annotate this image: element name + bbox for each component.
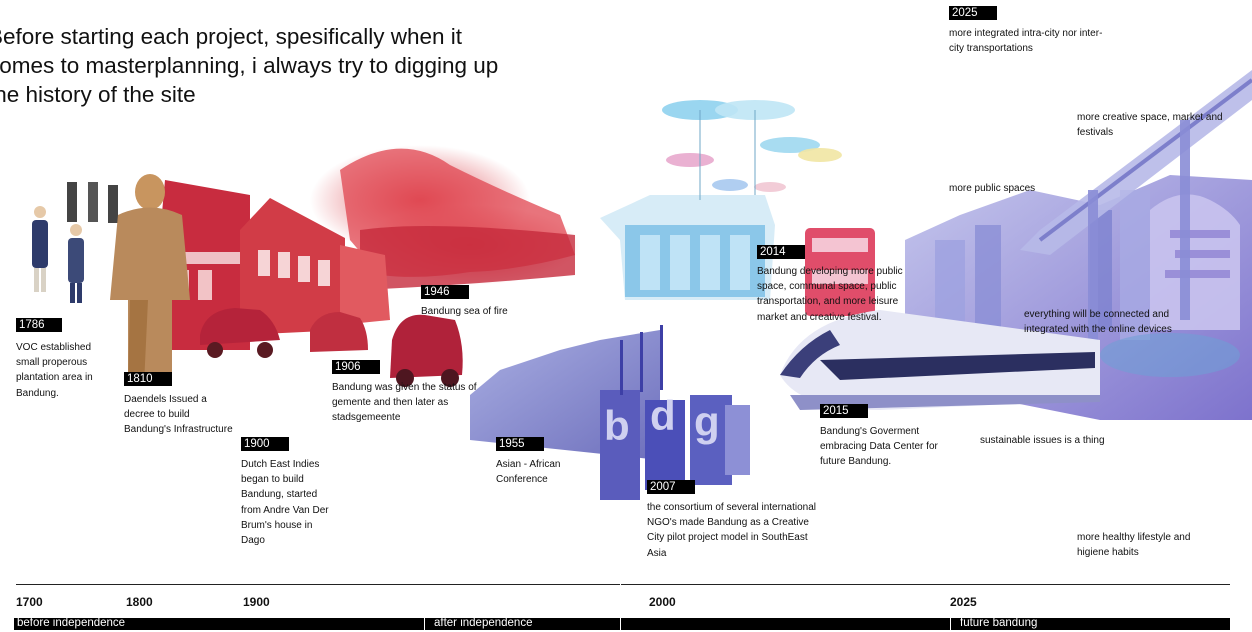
year-label-1786: 1786 bbox=[16, 318, 62, 332]
year-label-2007: 2007 bbox=[647, 480, 695, 494]
daendels-figure-illustration bbox=[110, 174, 190, 385]
event-text-1786: VOC established small properous plantati… bbox=[16, 342, 93, 399]
svg-text:g: g bbox=[694, 398, 720, 445]
intro-line-1: Before starting each project, spesifical… bbox=[0, 24, 462, 49]
bus-icon bbox=[805, 228, 875, 316]
era-label-future-bandung: future bandung bbox=[960, 617, 1038, 629]
axis-tick-2025: 2025 bbox=[950, 595, 977, 609]
umbrella-icon bbox=[662, 100, 842, 200]
event-text-2025: more integrated intra-city nor inter-cit… bbox=[949, 28, 1103, 55]
intro-paragraph: Before starting each project, spesifical… bbox=[0, 22, 608, 109]
era-label-after-independence: after independence bbox=[434, 617, 533, 629]
era-divider-2 bbox=[620, 618, 621, 630]
axis-tick-1700: 1700 bbox=[16, 595, 43, 609]
svg-text:b: b bbox=[604, 402, 630, 449]
year-label-1946: 1946 bbox=[421, 285, 469, 299]
year-label-1810: 1810 bbox=[124, 372, 172, 386]
event-text-1946: Bandung sea of fire bbox=[421, 306, 508, 317]
future-note-sustainable: sustainable issues is a thing bbox=[980, 435, 1105, 446]
era-divider-1 bbox=[424, 618, 425, 630]
future-note-public-spaces: more public spaces bbox=[949, 183, 1036, 194]
timeline-separator bbox=[620, 572, 621, 614]
era-bar bbox=[14, 618, 1230, 630]
conference-illustration: b d g bbox=[470, 325, 750, 500]
year-label-2014: 2014 bbox=[757, 245, 805, 259]
intro-line-2: comes to masterplanning, i always try to… bbox=[0, 53, 499, 78]
year-label-1906: 1906 bbox=[332, 360, 380, 374]
event-text-2007: the consortium of several international … bbox=[647, 502, 816, 559]
event-text-2015: Bandung's Goverment embracing Data Cente… bbox=[820, 426, 938, 468]
year-label-1955: 1955 bbox=[496, 437, 544, 451]
future-note-healthy: more healthy lifestyle and higiene habit… bbox=[1077, 532, 1191, 559]
year-label-2025: 2025 bbox=[949, 6, 997, 20]
year-label-1900: 1900 bbox=[241, 437, 289, 451]
sea-of-fire-illustration bbox=[310, 145, 580, 290]
event-text-1955: Asian - African Conference bbox=[496, 459, 561, 486]
soldier-icon bbox=[32, 182, 118, 303]
future-note-connected: everything will be connected and integra… bbox=[1024, 309, 1172, 336]
event-text-1810: Daendels Issued a decree to build Bandun… bbox=[124, 394, 233, 436]
axis-tick-1900: 1900 bbox=[243, 595, 270, 609]
axis-tick-2000: 2000 bbox=[649, 595, 676, 609]
year-label-2015: 2015 bbox=[820, 404, 868, 418]
intro-line-3: the history of the site bbox=[0, 82, 196, 107]
era-divider-3 bbox=[950, 618, 951, 630]
pavilion-illustration bbox=[600, 195, 775, 300]
event-text-1900: Dutch East Indies began to build Bandung… bbox=[241, 459, 329, 547]
event-text-1906: Bandung was given the status of gemente … bbox=[332, 382, 477, 424]
car-icon bbox=[200, 308, 463, 387]
future-note-creative-space: more creative space, market and festival… bbox=[1077, 112, 1223, 139]
svg-text:d: d bbox=[650, 392, 676, 439]
building-icon bbox=[1165, 230, 1230, 278]
era-label-before-independence: before independence bbox=[17, 617, 126, 629]
timeline-axis-line bbox=[16, 584, 1230, 585]
axis-tick-1800: 1800 bbox=[126, 595, 153, 609]
event-text-2014: Bandung developing more public space, co… bbox=[757, 266, 903, 323]
monorail-icon bbox=[1020, 70, 1252, 340]
